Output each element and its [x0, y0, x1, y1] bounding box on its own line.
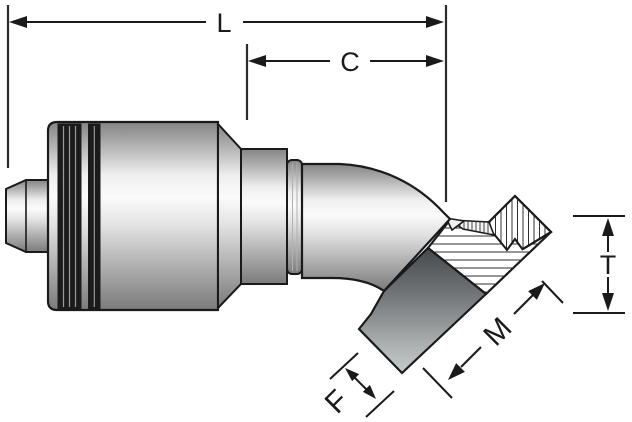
tick-lower: [422, 367, 453, 399]
tick-lower: [365, 390, 395, 418]
collar-ring: [286, 159, 303, 275]
hose-nipple: [5, 179, 49, 253]
arrowhead-left: [9, 16, 27, 28]
arrowhead-up: [602, 218, 614, 236]
body-step: [240, 148, 288, 285]
tick-upper: [541, 280, 564, 304]
flange-upper-lobe: [489, 196, 551, 249]
body-taper: [217, 121, 242, 311]
nipple-outline: [5, 179, 49, 253]
dimension-f: F: [319, 352, 395, 420]
dim-l-label: L: [216, 8, 231, 38]
dim-m-label: M: [477, 311, 518, 352]
fitting-body: [5, 120, 553, 375]
dim-f-label: F: [319, 384, 355, 420]
dim-c-label: C: [340, 47, 360, 77]
flange-head-section: [426, 194, 553, 296]
socket-ribs: [57, 123, 101, 309]
arrowhead-lower: [362, 384, 376, 399]
elbow-leg: [357, 246, 488, 375]
arrowhead-right: [426, 55, 444, 67]
arrowhead-right: [426, 16, 444, 28]
extension-lines: [6, 5, 448, 202]
arrowhead-lower: [448, 363, 465, 380]
collar-outline: [286, 159, 303, 275]
arrowhead-left: [248, 55, 266, 67]
dimension-c: C: [248, 47, 444, 77]
tick-upper: [329, 352, 359, 380]
arrowhead-upper: [345, 368, 360, 382]
dimension-l: L: [9, 8, 444, 38]
arrowhead-down: [602, 293, 614, 311]
dimension-t: T: [573, 215, 625, 314]
arrowhead-upper: [528, 283, 545, 300]
tube-tip: [444, 216, 466, 232]
elbow-tube: [300, 162, 452, 293]
oring-groove: [493, 233, 524, 252]
dim-t-label: T: [600, 250, 617, 280]
